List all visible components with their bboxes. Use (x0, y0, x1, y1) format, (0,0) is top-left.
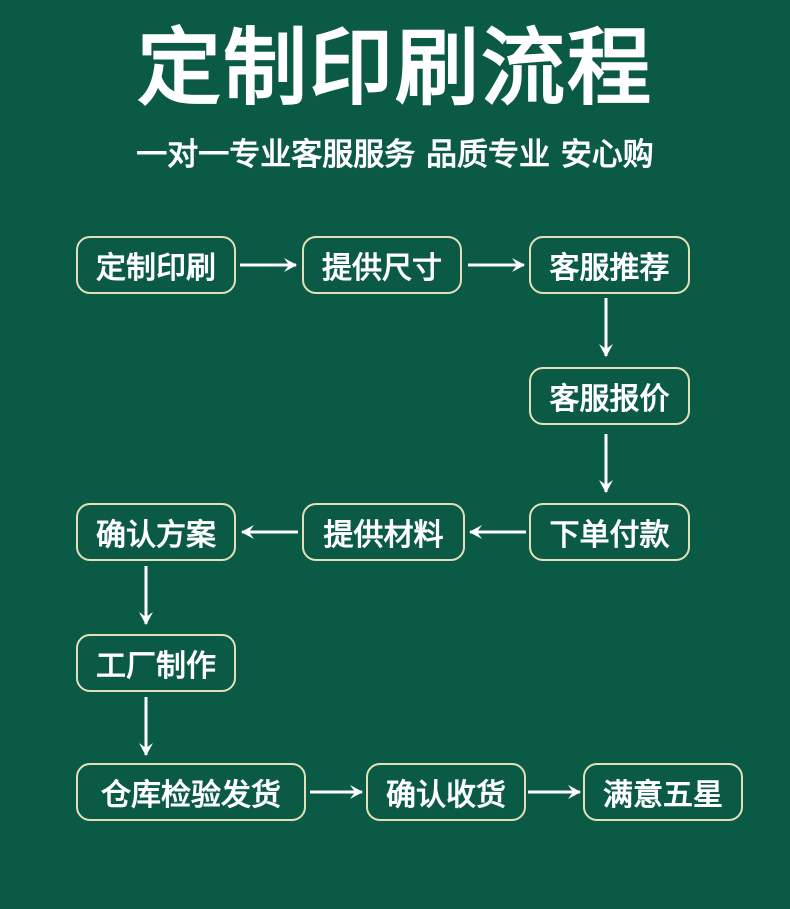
step-confirm-plan: 确认方案 (76, 503, 236, 561)
step-service-quote: 客服报价 (529, 367, 690, 425)
step-inspect-ship: 仓库检验发货 (76, 763, 306, 821)
step-factory-production: 工厂制作 (76, 634, 236, 692)
step-confirm-receipt: 确认收货 (366, 763, 526, 821)
step-custom-print: 定制印刷 (76, 236, 236, 294)
page-subtitle: 一对一专业客服服务 品质专业 安心购 (136, 137, 654, 173)
step-provide-material: 提供材料 (302, 503, 465, 561)
step-five-star: 满意五星 (583, 763, 743, 821)
page-title: 定制印刷流程 (136, 19, 653, 117)
step-provide-size: 提供尺寸 (302, 236, 462, 294)
step-service-recommend: 客服推荐 (529, 236, 690, 294)
step-order-pay: 下单付款 (529, 503, 690, 561)
